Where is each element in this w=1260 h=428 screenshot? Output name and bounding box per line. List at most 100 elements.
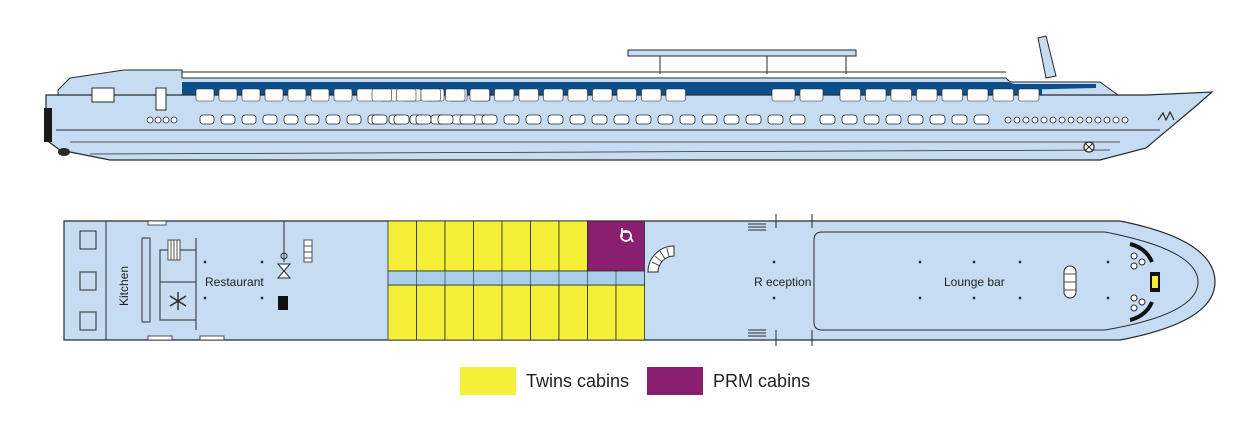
cabin-twin: [615, 284, 645, 341]
lounge-columns: [918, 260, 1110, 300]
cabin-twin: [530, 220, 560, 272]
window: [445, 88, 466, 102]
window: [799, 88, 824, 102]
window: [569, 114, 586, 125]
column-dot: [1018, 296, 1022, 300]
porthole: [1076, 116, 1084, 124]
cabin-twin: [416, 220, 446, 272]
gangway-top: [748, 214, 813, 231]
window: [745, 114, 762, 125]
window: [929, 114, 946, 125]
bow-seating: [1129, 242, 1160, 322]
kitchen-label: Kitchen: [117, 266, 131, 306]
legend-label-twins: Twins cabins: [526, 370, 630, 391]
ship-side-profile: [44, 35, 1214, 161]
window: [819, 114, 836, 125]
window: [863, 114, 880, 125]
window: [415, 114, 432, 125]
gangway-bottom: [748, 329, 813, 346]
porthole: [1004, 116, 1012, 124]
corridor: [387, 270, 645, 286]
reception-columns: [772, 260, 976, 300]
column-dot: [918, 260, 922, 264]
kitchen-shelf: [167, 239, 181, 261]
snowflake-icon: [169, 292, 187, 310]
window: [701, 114, 718, 125]
window: [1018, 88, 1040, 102]
cabin-twin: [501, 220, 531, 272]
window: [616, 88, 637, 102]
reception-label: R eception: [754, 275, 811, 289]
column-dot: [1106, 296, 1110, 300]
cabin-twin: [444, 220, 474, 272]
window: [199, 114, 215, 125]
lift-icon: [276, 263, 292, 279]
cabin-twin: [501, 284, 531, 341]
cabin-twin: [444, 284, 474, 341]
window: [567, 88, 588, 102]
porthole: [1085, 116, 1093, 124]
porthole: [1031, 116, 1039, 124]
window: [241, 114, 257, 125]
legend: Twins cabins PRM cabins: [460, 366, 828, 396]
window: [287, 88, 307, 102]
window: [459, 114, 476, 125]
window: [218, 88, 238, 102]
column-dot: [203, 296, 207, 300]
cabin-twin: [387, 284, 417, 341]
window: [841, 114, 858, 125]
porthole: [1103, 116, 1111, 124]
window: [195, 88, 215, 102]
window: [264, 88, 284, 102]
window: [469, 88, 490, 102]
cabin-twin: [530, 284, 560, 341]
window: [310, 88, 330, 102]
porthole: [1058, 116, 1066, 124]
lower-deck-windows: [199, 114, 990, 125]
window: [547, 114, 564, 125]
hull: [45, 91, 1214, 161]
window: [371, 114, 388, 125]
porthole: [1112, 116, 1120, 124]
cabin-twin: [416, 284, 446, 341]
window: [916, 88, 938, 102]
porthole: [146, 116, 154, 124]
window: [767, 114, 784, 125]
window: [973, 114, 990, 125]
window: [885, 114, 902, 125]
window: [613, 114, 630, 125]
window: [723, 114, 740, 125]
window: [262, 114, 278, 125]
window: [420, 88, 441, 102]
window: [437, 114, 454, 125]
column-dot: [918, 296, 922, 300]
restaurant-shelf: [303, 239, 313, 263]
porthole: [154, 116, 162, 124]
window: [304, 114, 320, 125]
window: [333, 88, 353, 102]
restaurant-label: Restaurant: [205, 275, 264, 289]
window: [283, 114, 299, 125]
column-dot: [1018, 260, 1022, 264]
mast: [1037, 35, 1057, 79]
sun-deck-canopy: [627, 49, 857, 57]
window: [865, 88, 887, 102]
lounge-bar-label: Lounge bar: [944, 275, 1005, 289]
window: [591, 114, 608, 125]
legend-swatch-twins: [460, 367, 516, 395]
window: [393, 114, 410, 125]
legend-item-prm: PRM cabins: [647, 367, 810, 395]
bow-logo: [1157, 110, 1175, 122]
porthole: [162, 116, 170, 124]
cabin-twin: [473, 284, 503, 341]
window: [346, 114, 362, 125]
window: [241, 88, 261, 102]
legend-label-prm: PRM cabins: [713, 370, 811, 391]
porthole: [1049, 116, 1057, 124]
window: [789, 114, 806, 125]
porthole: [1067, 116, 1075, 124]
cabin-twin: [558, 284, 588, 341]
window: [525, 114, 542, 125]
cabin-twin: [473, 220, 503, 272]
